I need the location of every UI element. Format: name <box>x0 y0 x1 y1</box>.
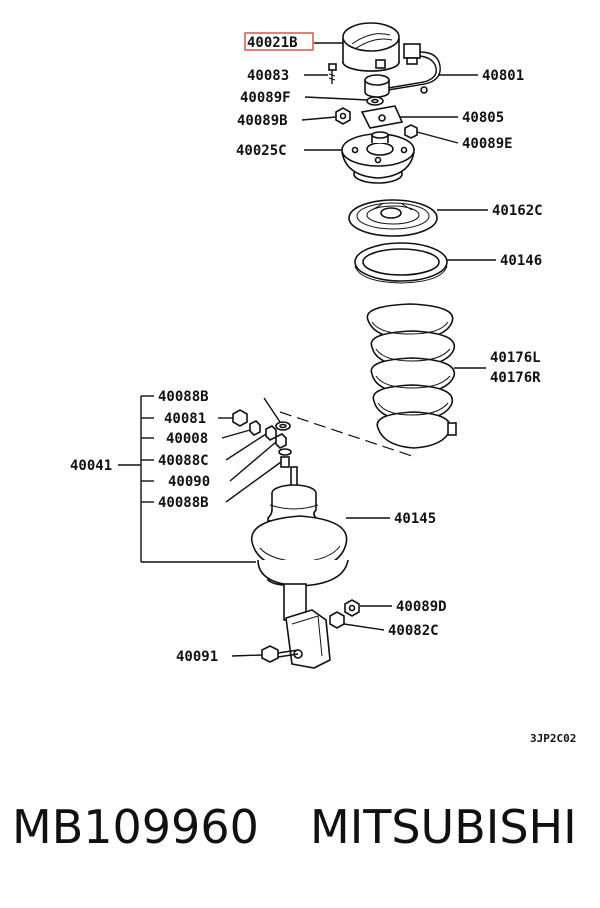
callout-40021B[interactable]: 40021B <box>247 35 298 51</box>
small-parts-group[interactable] <box>232 409 292 468</box>
callout-40089D[interactable]: 40089D <box>396 599 447 615</box>
callout-40025C[interactable]: 40025C <box>236 143 287 159</box>
callout-40089E[interactable]: 40089E <box>462 136 513 152</box>
actuator-part[interactable] <box>364 59 390 98</box>
callout-40089B[interactable]: 40089B <box>237 113 288 129</box>
callout-40008[interactable]: 40008 <box>166 431 208 447</box>
callout-40083[interactable]: 40083 <box>247 68 289 84</box>
wiring-connector-part[interactable] <box>387 43 441 94</box>
part-caption: MB109960 MITSUBISHI <box>0 800 600 870</box>
strut-cap-part[interactable] <box>342 22 400 72</box>
callout-40801[interactable]: 40801 <box>482 68 524 84</box>
leader-lines <box>118 42 496 657</box>
nut-40089D-part[interactable] <box>344 599 360 617</box>
callout-40091[interactable]: 40091 <box>176 649 218 665</box>
brand-name: MITSUBISHI <box>310 800 577 854</box>
callout-40088B-bottom[interactable]: 40088B <box>158 495 209 511</box>
callout-40081[interactable]: 40081 <box>164 411 206 427</box>
nut-40089E-part[interactable] <box>404 124 418 139</box>
spring-pad-40146-part[interactable] <box>354 242 448 284</box>
washer-40089F-part[interactable] <box>366 96 384 106</box>
nut-40089B-part[interactable] <box>335 107 351 125</box>
callout-40088C[interactable]: 40088C <box>158 453 209 469</box>
callout-40162C[interactable]: 40162C <box>492 203 543 219</box>
callout-40805[interactable]: 40805 <box>462 110 504 126</box>
assembly-axis-line <box>279 411 416 458</box>
spring-seat-40162C-part[interactable] <box>348 199 438 237</box>
callout-40089F[interactable]: 40089F <box>240 90 291 106</box>
bracket-40805-part[interactable] <box>360 105 404 129</box>
bolt-40083-part[interactable] <box>328 63 337 84</box>
diagram-code: 3JP2C02 <box>530 732 576 745</box>
callout-40176R[interactable]: 40176R <box>490 370 541 386</box>
exploded-parts-diagram: 40021B 40083 40801 40089F 40805 40089B 4… <box>70 22 576 745</box>
highlight-box <box>244 32 314 51</box>
callout-40145[interactable]: 40145 <box>394 511 436 527</box>
strut-mount-40025C-part[interactable] <box>341 131 415 184</box>
callout-40090[interactable]: 40090 <box>168 474 210 490</box>
callout-40041[interactable]: 40041 <box>70 458 112 474</box>
nut-40082C-part[interactable] <box>329 611 345 629</box>
callout-40088B-top[interactable]: 40088B <box>158 389 209 405</box>
coil-spring-40176-part[interactable] <box>366 303 457 449</box>
callout-40176L[interactable]: 40176L <box>490 350 541 366</box>
shock-absorber-40041-part[interactable] <box>251 466 349 669</box>
callout-40082C[interactable]: 40082C <box>388 623 439 639</box>
callout-40146[interactable]: 40146 <box>500 253 542 269</box>
bolt-40091-part[interactable] <box>261 645 299 663</box>
part-number: MB109960 <box>12 800 259 854</box>
